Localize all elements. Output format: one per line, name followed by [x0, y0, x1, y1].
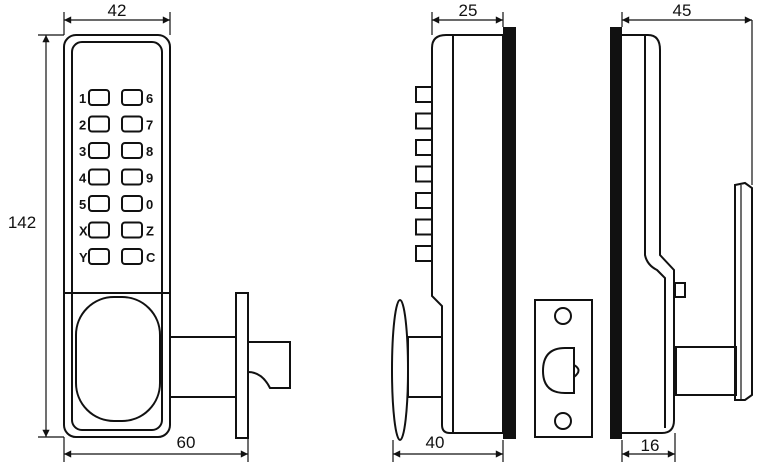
side-key [415, 165, 433, 183]
key-label-left: Y [79, 250, 88, 265]
keypad-button [88, 221, 110, 239]
side-key [415, 192, 433, 209]
side-key [415, 245, 433, 262]
keypad-button [121, 142, 143, 159]
front-latch-plate [235, 292, 249, 439]
dim-front-width: 42 [108, 1, 127, 20]
dim-side-total-depth: 40 [426, 433, 445, 452]
dim-back-body-depth: 16 [641, 436, 660, 455]
key-label-right: 7 [146, 118, 153, 133]
side-body-outline [431, 34, 504, 434]
key-label-left: 5 [79, 197, 86, 212]
dim-front-depth: 60 [177, 433, 196, 452]
side-key [415, 86, 433, 103]
back-lever [734, 181, 753, 401]
keypad-button [121, 168, 143, 186]
keypad-button [121, 248, 143, 265]
keypad: 1 6 2 7 3 8 4 9 5 0X Z Y C [79, 89, 156, 265]
front-inner-frame [71, 41, 163, 431]
front-shaft [169, 336, 237, 398]
key-label-left: 3 [79, 144, 86, 159]
side-key [415, 218, 433, 236]
key-label-right: 0 [146, 197, 153, 212]
strike-plate [534, 299, 593, 438]
key-label-right: C [146, 250, 156, 265]
keypad-button [88, 142, 110, 159]
dim-side-body-depth: 25 [459, 1, 478, 20]
key-label-left: 1 [79, 91, 86, 106]
keypad-button [88, 195, 110, 212]
key-label-left: 4 [79, 171, 87, 186]
front-body-outline [63, 34, 171, 438]
thumb-turn-knob [75, 296, 161, 422]
side-knob [391, 299, 409, 441]
key-label-right: 8 [146, 144, 153, 159]
side-keys [415, 86, 433, 262]
keypad-button [121, 221, 143, 239]
side-view: 25 40 [391, 1, 516, 462]
front-view: 1 6 2 7 3 8 4 9 5 0X Z Y C 42 142 60 [8, 1, 291, 462]
back-body-outline [622, 34, 675, 434]
key-label-right: Z [146, 224, 154, 239]
dim-front-height: 142 [8, 213, 36, 232]
dim-back-total-depth: 45 [673, 1, 692, 20]
side-gasket [503, 27, 516, 439]
key-label-left: X [79, 224, 88, 239]
keypad-button [121, 195, 143, 212]
back-gasket [610, 27, 622, 439]
front-latch-bolt [247, 341, 291, 389]
side-key [415, 139, 433, 156]
back-shaft [675, 346, 737, 396]
keypad-button [88, 89, 110, 106]
back-view: 45 16 [610, 1, 753, 462]
keypad-button [88, 115, 110, 133]
keypad-button [121, 89, 143, 106]
key-label-right: 9 [146, 171, 153, 186]
side-key [415, 112, 433, 130]
keypad-button [88, 168, 110, 186]
keypad-button [88, 248, 110, 265]
key-label-right: 6 [146, 91, 153, 106]
key-label-left: 2 [79, 118, 86, 133]
keypad-button [121, 115, 143, 133]
